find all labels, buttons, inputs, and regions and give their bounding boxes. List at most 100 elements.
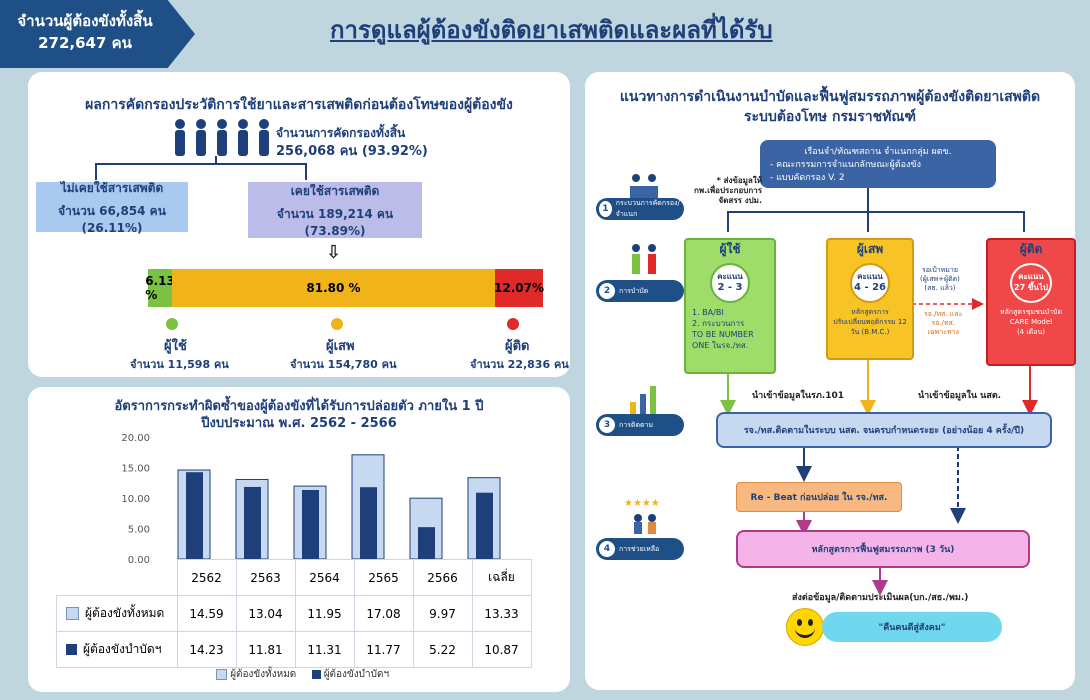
table-cell: 9.97 [412, 595, 473, 632]
classification-line1: เรือนจำ/ทัณฑสถาน จำแนกกลุ่ม ผตข. [804, 147, 952, 157]
kpi-chart-icon [630, 386, 656, 416]
side-note-line: (สธ. แล้ว) [924, 284, 956, 292]
side-note-line: (ผู้เสพ+ผู้ติด) [920, 275, 960, 283]
step-text: การบำบัด [619, 286, 649, 295]
user-item: 1. BA/BI [692, 308, 724, 317]
abuser-segment-label: 81.80 % [306, 281, 361, 295]
send-note: * ส่งข้อมูลให้ กพ.เพื่อประกอบการ จัดสรร … [694, 176, 762, 206]
legend-treated-label: ผู้ต้องขังบำบัดฯ [323, 669, 390, 680]
side-note-line: รจ./ทส. [931, 319, 955, 327]
total-inmates-banner: จำนวนผู้ต้องขังทั้งสิ้น 272,647 คน [0, 0, 195, 68]
screening-title: ผลการคัดกรองประวัติการใช้ยาและสารเสพติดก… [85, 97, 513, 113]
y-tick-label: 15.00 [121, 464, 150, 475]
side-note-line: รจ./ทส. และ [924, 310, 963, 318]
user-segment: 6.13 % [145, 269, 175, 307]
addict-score: 27 ขึ้นไป [1014, 283, 1048, 292]
abuser-item: ปรับเปลี่ยนพฤติกรรม 12 [833, 318, 907, 326]
bar-treated-2562 [186, 472, 203, 559]
y-tick-label: 5.00 [128, 525, 150, 536]
table-cell: 13.33 [471, 595, 532, 632]
svg-text:★★★★: ★★★★ [624, 498, 660, 509]
table-header-row: 2562 2563 2564 2565 2566 เฉลี่ย [56, 559, 532, 596]
step-number: 4 [599, 541, 615, 557]
bar-treated-2564 [302, 490, 319, 559]
send-note-line1: * ส่งข้อมูลให้ [716, 176, 762, 185]
recidivism-table: 2562 2563 2564 2565 2566 เฉลี่ย ผู้ต้องข… [56, 559, 532, 668]
addict-count: จำนวน 22,836 คน [470, 358, 569, 371]
addict-segment-label: 12.07% [494, 281, 544, 295]
table-cell: 11.31 [294, 631, 355, 668]
user-dot [166, 318, 178, 330]
user-item: TO BE NUMBER [692, 330, 754, 339]
classification-line2: - คณะกรรมการจำแนกลักษณะผู้ต้องขัง [770, 160, 921, 170]
addict-segment: 12.07% [494, 269, 544, 307]
send-note-line3: จัดสรร งปม. [718, 196, 762, 205]
step-number: 2 [599, 283, 615, 299]
never-used-value: จำนวน 66,854 คน (26.11%) [58, 204, 166, 235]
side-note-target: รอเป้าหมาย (ผู้เสพ+ผู้ติด) (สธ. แล้ว) [920, 266, 960, 293]
user-name: ผู้ใช้ [164, 339, 187, 354]
abuser-card: ผู้เสพ คะแนน 4 - 26 หลักสูตรการ ปรับเปลี… [826, 238, 914, 360]
table-year: 2564 [294, 559, 355, 596]
flow-title-line2: ระบบต้องโทษ กรมราชทัณฑ์ [744, 109, 916, 125]
table-cell: 11.77 [353, 631, 414, 668]
chart-legend: ผู้ต้องขังทั้งหมด ผู้ต้องขังบำบัดฯ [216, 667, 389, 682]
treatment-step-icon [632, 244, 656, 274]
screening-total-label: จำนวนการคัดกรองทั้งสิ้น [276, 126, 406, 140]
user-score-label: คะแนน [717, 272, 743, 281]
table-row: ผู้ต้องขังบำบัดฯ 14.23 11.81 11.31 11.77… [56, 631, 532, 668]
abuser-count: จำนวน 154,780 คน [290, 358, 397, 371]
down-arrow-icon: ⇩ [326, 242, 342, 263]
addict-score-badge: คะแนน 27 ขึ้นไป [1010, 263, 1052, 303]
user-score-badge: คะแนน 2 - 3 [710, 263, 750, 303]
legend-swatch-treated [66, 644, 77, 655]
user-item: ONE ในรจ./ทส. [692, 341, 749, 350]
bar-treated-2565 [360, 487, 377, 559]
abuser-score: 4 - 26 [854, 282, 886, 293]
abuser-segment: 81.80 % [172, 269, 495, 307]
table-cell: 10.87 [471, 631, 532, 668]
send-info-label: ส่งต่อข้อมูล/ติดตามประเมินผล(บก./สธ./พม.… [792, 593, 969, 603]
abuser-name: ผู้เสพ [326, 339, 355, 354]
addict-dot [507, 318, 519, 330]
slogan-pill: "คืนคนดีสู่สังคม" [822, 612, 1002, 642]
never-used-box: ไม่เคยใช้สารเสพติด จำนวน 66,854 คน (26.1… [36, 181, 188, 235]
recidivism-title-line1: อัตราการกระทำผิดซ้ำของผู้ต้องขังที่ได้รั… [114, 399, 484, 414]
never-used-title: ไม่เคยใช้สารเสพติด [60, 181, 164, 195]
recidivism-title-line2: ปีงบประมาณ พ.ศ. 2562 - 2566 [201, 416, 397, 431]
user-segment-label: 6.13 % [145, 274, 175, 302]
y-tick-label: 20.00 [121, 433, 150, 444]
rebeat-box: Re - Beat ก่อนปล่อย ใน รจ./ทส. [736, 482, 902, 512]
user-card-title: ผู้ใช้ [719, 242, 741, 256]
y-tick-label: 10.00 [121, 494, 150, 505]
screening-total-value: 256,068 คน (93.92%) [276, 144, 428, 159]
table-cell: 13.04 [235, 595, 296, 632]
legend-all-label: ผู้ต้องขังทั้งหมด [230, 669, 297, 680]
abuser-score-badge: คะแนน 4 - 26 [850, 263, 890, 303]
row-label-all: ผู้ต้องขังทั้งหมด [85, 606, 165, 620]
abuser-score-label: คะแนน [857, 272, 883, 281]
abuser-dot [331, 318, 343, 330]
step-text: การช่วยเหลือ [619, 544, 660, 553]
row-label-treated: ผู้ต้องขังบำบัดฯ [83, 642, 162, 656]
followup-box: รจ./ทส.ติดตามในระบบ นสต. จนครบกำหนดระยะ … [716, 412, 1052, 448]
legend-swatch-all [66, 607, 79, 620]
recidivism-panel: อัตราการกระทำผิดซ้ำของผู้ต้องขังที่ได้รั… [28, 387, 570, 692]
table-cell: 5.22 [412, 631, 473, 668]
side-note-line: เฉพาะทาง [927, 328, 959, 336]
step-2-pill: 2 การบำบัด [596, 280, 684, 302]
user-items: 1. BA/BI 2. กระบวนการ TO BE NUMBER ONE ใ… [686, 303, 774, 355]
page-title: การดูแลผู้ต้องขังติดยาเสพติดและผลที่ได้ร… [330, 16, 773, 44]
step-text: กระบวนการคัดกรอง/จำแนก [615, 199, 680, 218]
side-note-prisons: รจ./ทส. และ รจ./ทส. เฉพาะทาง [924, 310, 962, 337]
bar-treated-2566 [418, 527, 435, 559]
step-number: 1 [599, 201, 612, 217]
user-card: ผู้ใช้ คะแนน 2 - 3 1. BA/BI 2. กระบวนการ… [684, 238, 776, 374]
rating-stars-icon: ★★★★ [624, 498, 660, 534]
abuser-card-title: ผู้เสพ [856, 242, 884, 256]
import-right-label: นำเข้าข้อมูลใน นสต. [918, 391, 1002, 401]
addict-item: หลักสูตรชุมชนบำบัด [1000, 308, 1062, 316]
table-cell: 14.23 [176, 631, 237, 668]
used-value: จำนวน 189,214 คน (73.89%) [276, 207, 394, 238]
